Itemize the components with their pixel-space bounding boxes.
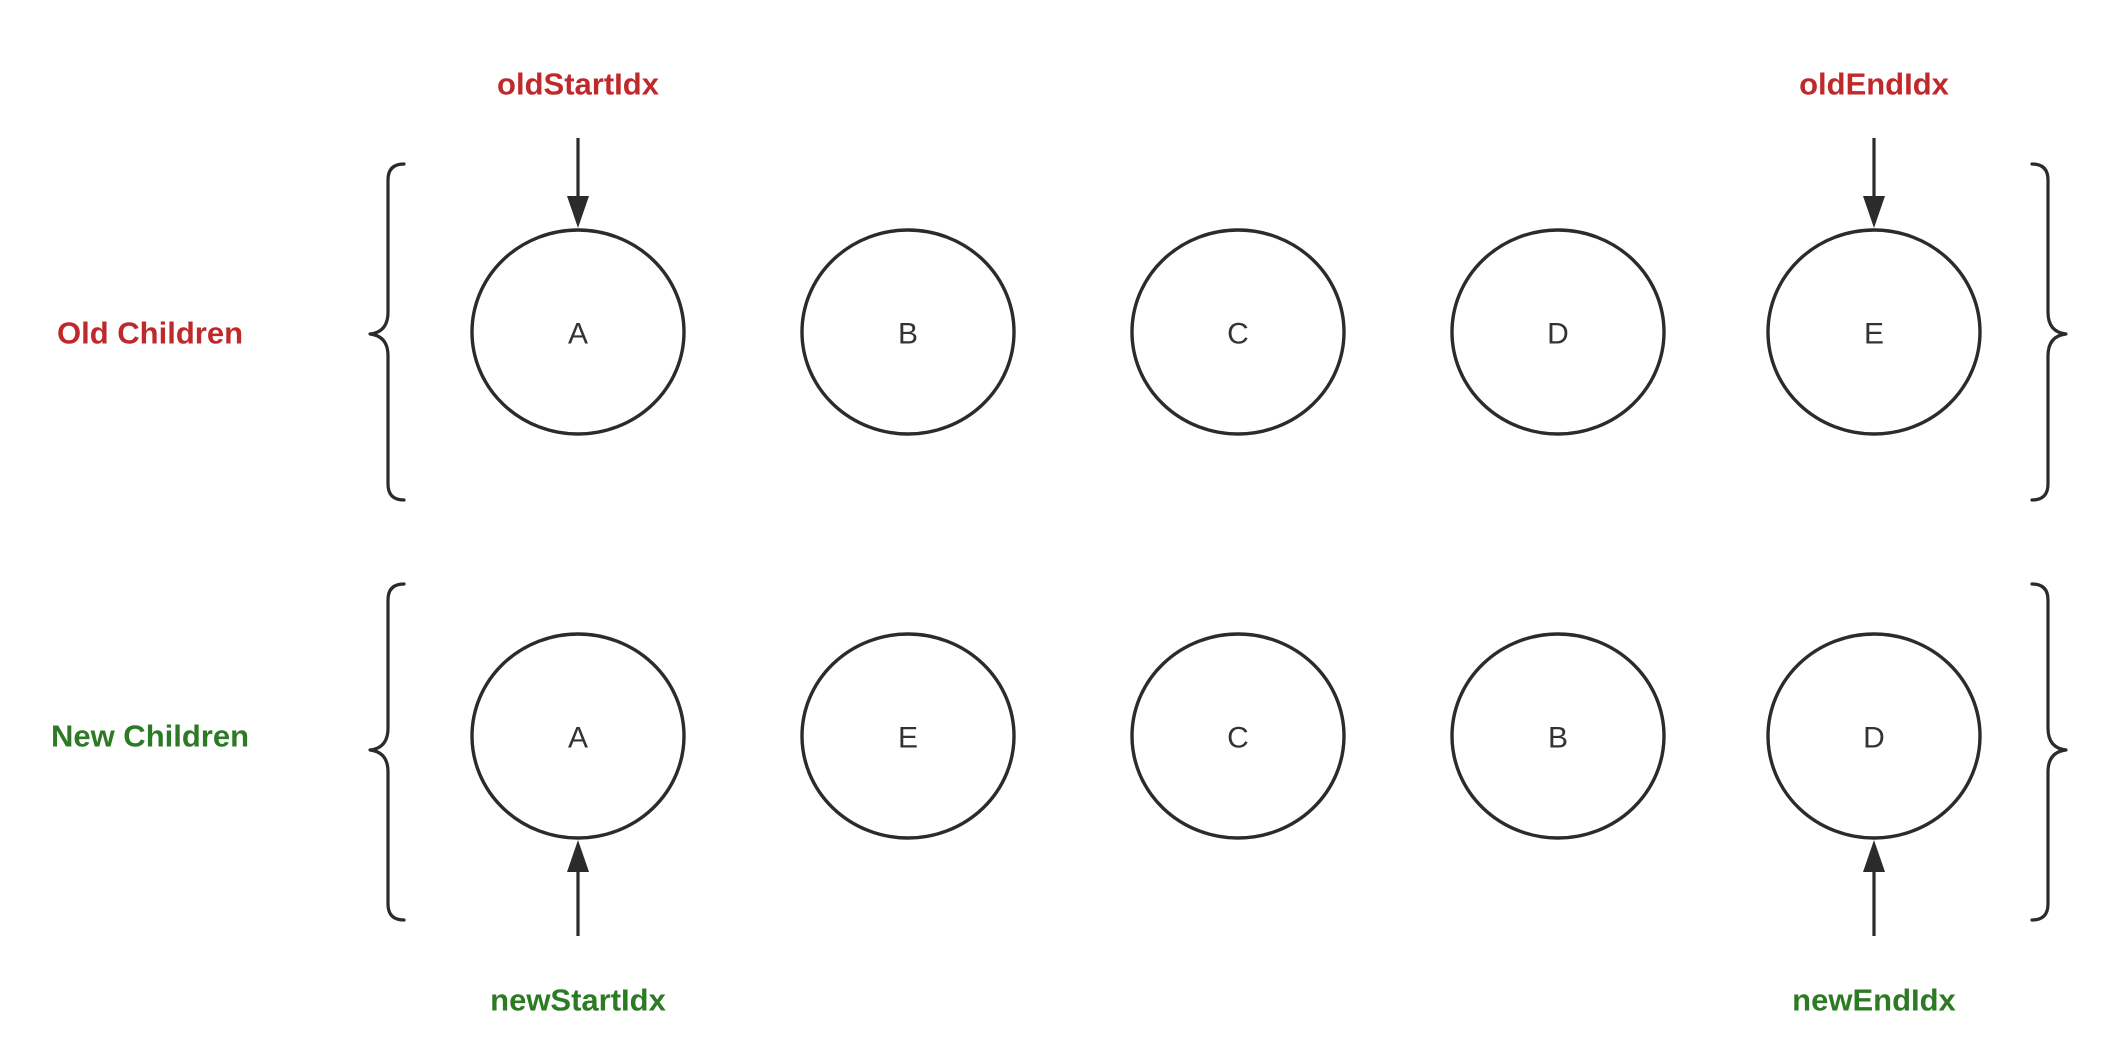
old-children-row: Old Children A B C D E oldStartIdx — [57, 67, 2068, 502]
new-right-brace — [2030, 582, 2068, 922]
arrow-head-icon — [567, 196, 589, 228]
new-children-title: New Children — [51, 719, 249, 754]
old-node: E — [1766, 228, 1982, 436]
arrow-head-icon — [1863, 196, 1885, 228]
new-node-label: C — [1227, 722, 1249, 755]
new-node: B — [1450, 632, 1666, 840]
old-node: C — [1130, 228, 1346, 436]
old-start-pointer-label: oldStartIdx — [497, 67, 660, 102]
new-node-label: D — [1863, 722, 1885, 755]
old-node-label: A — [568, 318, 588, 351]
new-start-pointer-label: newStartIdx — [490, 983, 666, 1018]
old-node: D — [1450, 228, 1666, 436]
new-node: A — [470, 632, 686, 840]
old-node-label: C — [1227, 318, 1249, 351]
new-node-label: B — [1548, 722, 1568, 755]
old-left-brace — [368, 162, 406, 502]
new-left-brace — [368, 582, 406, 922]
new-children-row: New Children A E C B D newS — [51, 582, 2068, 1018]
new-node-label: E — [898, 722, 918, 755]
new-start-pointer: newStartIdx — [490, 840, 667, 1018]
new-node: D — [1766, 632, 1982, 840]
old-node: B — [800, 228, 1016, 436]
new-node-label: A — [568, 722, 588, 755]
arrow-head-icon — [1863, 840, 1885, 872]
old-end-pointer: oldEndIdx — [1799, 67, 1950, 228]
old-right-brace — [2030, 162, 2068, 502]
old-node-label: E — [1864, 318, 1884, 351]
arrow-head-icon — [567, 840, 589, 872]
old-end-pointer-label: oldEndIdx — [1799, 67, 1950, 102]
old-node-label: B — [898, 318, 918, 351]
old-start-pointer: oldStartIdx — [497, 67, 660, 228]
new-node: C — [1130, 632, 1346, 840]
new-end-pointer-label: newEndIdx — [1792, 983, 1956, 1018]
old-node-label: D — [1547, 318, 1569, 351]
new-end-pointer: newEndIdx — [1792, 840, 1957, 1018]
old-children-title: Old Children — [57, 316, 243, 351]
new-node: E — [800, 632, 1016, 840]
old-node: A — [470, 228, 686, 436]
